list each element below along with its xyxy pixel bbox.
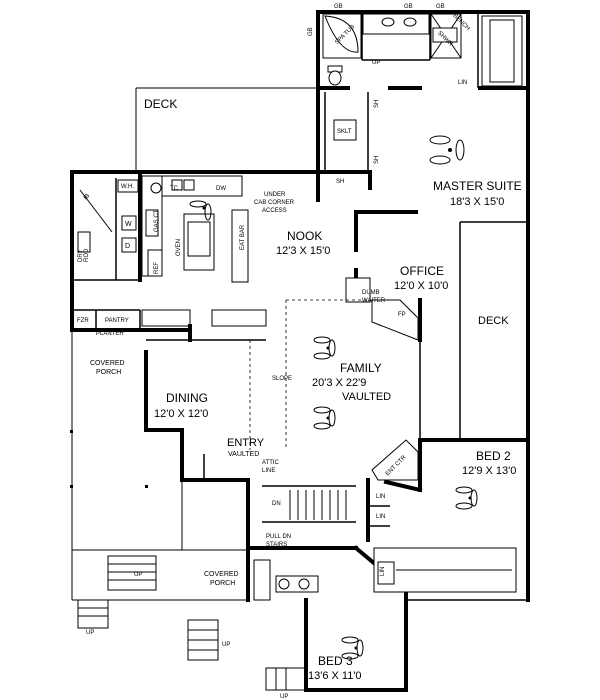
room-dining: DINING	[166, 391, 208, 405]
porch-outline	[71, 222, 529, 601]
room-office: OFFICE	[400, 264, 444, 278]
room-dining-dims: 12'0 X 12'0	[154, 408, 208, 420]
room-bed2-dims: 12'9 X 13'0	[462, 465, 516, 477]
deck-outline-top	[135, 87, 318, 172]
room-family-note: VAULTED	[342, 391, 391, 403]
covered-porch-label: COVERED	[204, 571, 239, 578]
master-wing-walls	[316, 10, 530, 224]
room-family-dims: 20'3 X 22'9	[312, 377, 366, 389]
shelf-label: SH	[374, 156, 380, 164]
laundry	[77, 179, 139, 253]
pull-down-stairs-label: PULL DN	[266, 534, 291, 540]
room-nook: NOOK	[287, 229, 322, 243]
dryer-label: D	[125, 243, 130, 250]
linen-label: LIN	[376, 514, 385, 520]
linen-label: LIN	[380, 567, 386, 576]
room-office-dims: 12'0 X 10'0	[394, 280, 448, 292]
linen-label: LIN	[458, 80, 467, 86]
ceiling-fan	[313, 406, 336, 430]
gb-label: GB	[334, 4, 343, 10]
pull-down-stairs-label-2: STAIRS	[266, 542, 287, 548]
gb-label: GB	[308, 27, 314, 36]
fireplace-label: FP	[398, 312, 406, 318]
linen-label: LIN	[376, 494, 385, 500]
porch-stairs-left	[77, 555, 157, 629]
freezer-label: FZR	[77, 318, 89, 324]
room-nook-dims: 12'3 X 15'0	[276, 245, 330, 257]
up-label: UP	[222, 642, 230, 648]
ceiling-fan	[455, 486, 478, 510]
kitchen-counters	[141, 175, 249, 283]
core-walls	[144, 210, 530, 692]
room-deck-right: DECK	[478, 315, 509, 327]
washer-label: W	[125, 221, 132, 228]
kitchen-walls	[70, 170, 320, 332]
gb-label: GB	[404, 4, 413, 10]
room-deck-top: DECK	[144, 97, 177, 111]
room-bed3-dims: 13'6 X 11'0	[308, 670, 362, 682]
water-heater-label: W.H.	[121, 184, 134, 190]
covered-porch-label: COVERED	[90, 360, 125, 367]
trash-compactor-label: TC	[170, 186, 179, 192]
covered-porch-label-2: PORCH	[210, 580, 235, 587]
dry-rod-label: DRY	[78, 249, 84, 262]
up-label: UP	[372, 60, 380, 66]
dumb-waiter-label-2: WAITER	[362, 298, 386, 304]
up-label: UP	[280, 694, 288, 700]
room-bed3: BED 3	[318, 654, 353, 668]
dishwasher-label: DW	[216, 186, 226, 192]
eat-bar-label: EAT BAR	[240, 224, 246, 250]
covered-porch-label-2: PORCH	[96, 369, 121, 376]
up-label: UP	[86, 630, 94, 636]
attic-line-label: ATTIC	[262, 460, 280, 466]
ceiling-fan	[313, 336, 336, 360]
vanity	[362, 13, 430, 35]
under-cab-label: UNDER	[264, 192, 286, 198]
dumb-waiter-label: DUMB	[362, 290, 380, 296]
stairs-down-label: DN	[272, 501, 281, 507]
stairs-down	[289, 490, 347, 520]
room-master-suite: MASTER SUITE	[433, 179, 522, 193]
porch-stairs-bottom	[187, 619, 307, 691]
planter-label: PLANTER	[96, 331, 124, 337]
shower	[430, 13, 462, 59]
room-master-suite-dims: 18'3 X 15'0	[450, 196, 504, 208]
room-entry-note: VAULTED	[228, 451, 259, 458]
shelf-label: SH	[374, 100, 380, 108]
slope-label: SLOPE	[272, 376, 292, 382]
pantry-label: PANTRY	[105, 318, 129, 324]
room-family: FAMILY	[340, 361, 382, 375]
master-closet	[481, 15, 523, 87]
under-cab-label-3: ACCESS	[262, 208, 287, 214]
toilet-master	[327, 65, 343, 86]
shelf-label: SH	[336, 179, 344, 185]
refrigerator-label: REF	[154, 262, 160, 274]
spa-tub	[322, 13, 362, 59]
room-entry: ENTRY	[227, 437, 265, 449]
skylight-label: SKLT	[337, 129, 352, 135]
under-cab-label-2: CAB CORNER	[254, 200, 295, 206]
gb-label: GB	[436, 4, 445, 10]
oven-label: OVEN	[176, 239, 182, 256]
up-label: UP	[134, 572, 142, 578]
room-bed2: BED 2	[476, 449, 511, 463]
ceiling-fan	[429, 135, 465, 165]
attic-line-label-2: LINE	[262, 468, 275, 474]
ceiling-fan	[341, 636, 364, 660]
ironing-board-label: IB	[83, 193, 91, 201]
dry-rod-label-2: ROD	[84, 248, 90, 262]
gas-cooktop-label: GAS CT	[154, 209, 160, 232]
